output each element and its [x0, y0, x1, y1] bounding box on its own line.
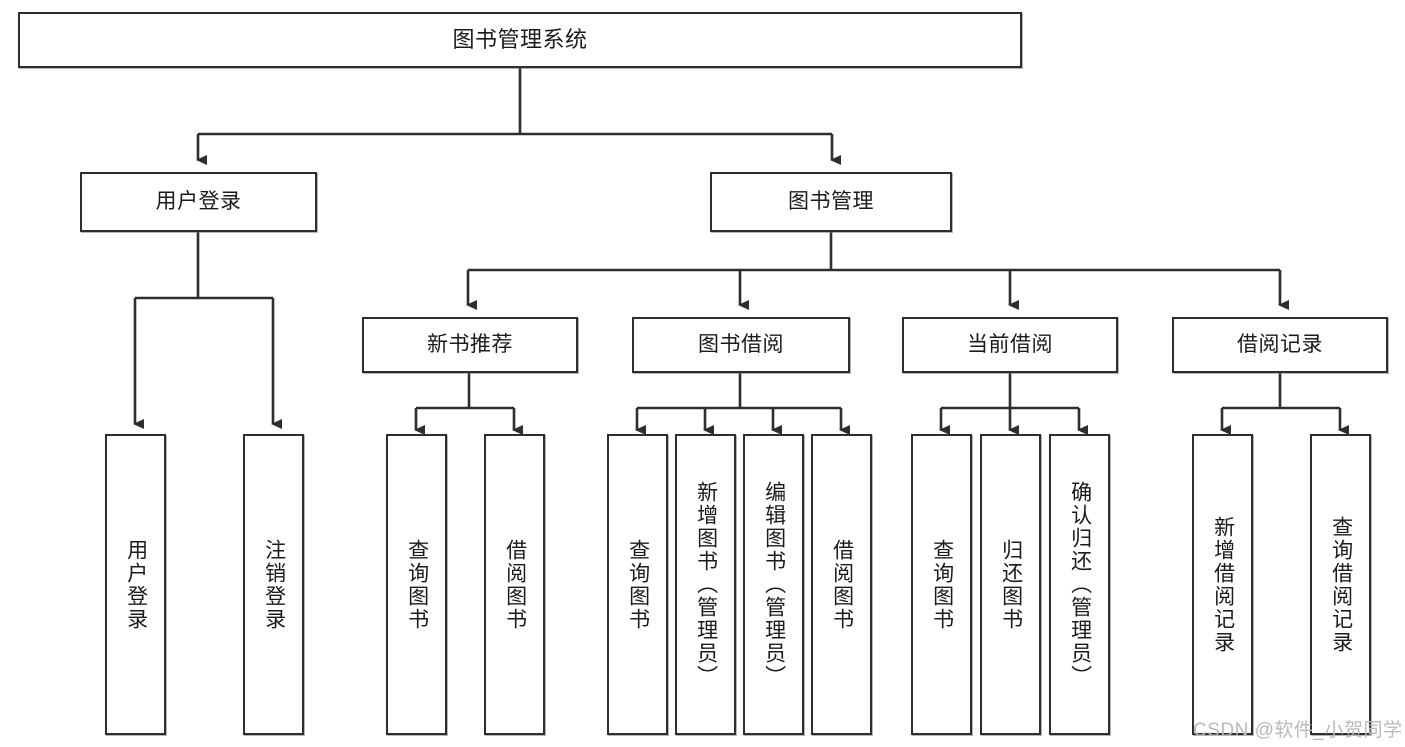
node-label: 借阅记录 — [1237, 333, 1323, 357]
node-book-borrow[interactable]: 图书借阅 — [632, 317, 850, 373]
node-label: 新书推荐 — [427, 333, 513, 357]
node-label: 新增借阅记录 — [1211, 515, 1235, 654]
node-label: 查询借阅记录 — [1329, 515, 1353, 654]
leaf-borrow-record-add-record[interactable]: 新增借阅记录 — [1192, 434, 1253, 735]
node-label: 确认归还（管理员） — [1068, 481, 1092, 688]
node-label: 图书管理 — [788, 190, 874, 214]
leaf-current-borrow-query-book[interactable]: 查询图书 — [911, 434, 972, 735]
node-label: 图书管理系统 — [452, 26, 588, 52]
leaf-current-borrow-confirm-return-admin[interactable]: 确认归还（管理员） — [1049, 434, 1110, 735]
leaf-book-borrow-query-book[interactable]: 查询图书 — [607, 434, 668, 735]
node-root-book-management-system[interactable]: 图书管理系统 — [18, 12, 1022, 68]
leaf-book-borrow-borrow-book[interactable]: 借阅图书 — [811, 434, 872, 735]
node-label: 编辑图书（管理员） — [762, 481, 786, 688]
leaf-user-login-logout[interactable]: 注销登录 — [243, 434, 304, 735]
node-borrow-record[interactable]: 借阅记录 — [1172, 317, 1388, 373]
watermark-text: CSDN @软件_小贺同学 — [1193, 720, 1403, 741]
leaf-new-book-query-book[interactable]: 查询图书 — [386, 434, 447, 735]
leaf-book-borrow-add-book-admin[interactable]: 新增图书（管理员） — [675, 434, 736, 735]
node-new-book-recommend[interactable]: 新书推荐 — [362, 317, 578, 373]
node-label: 当前借阅 — [967, 333, 1053, 357]
leaf-new-book-borrow-book[interactable]: 借阅图书 — [484, 434, 545, 735]
leaf-user-login-login[interactable]: 用户登录 — [105, 434, 166, 735]
node-label: 归还图书 — [999, 538, 1023, 631]
leaf-current-borrow-return-book[interactable]: 归还图书 — [980, 434, 1041, 735]
node-current-borrow[interactable]: 当前借阅 — [902, 317, 1118, 373]
node-user-login[interactable]: 用户登录 — [80, 172, 317, 232]
node-label: 用户登录 — [124, 538, 148, 631]
node-label: 查询图书 — [405, 538, 429, 631]
node-label: 查询图书 — [626, 538, 650, 631]
node-label: 用户登录 — [155, 190, 242, 214]
node-label: 借阅图书 — [830, 538, 854, 631]
node-label: 借阅图书 — [503, 538, 527, 631]
node-label: 注销登录 — [262, 538, 286, 631]
leaf-borrow-record-query-record[interactable]: 查询借阅记录 — [1310, 434, 1371, 735]
node-label: 新增图书（管理员） — [694, 481, 718, 688]
leaf-book-borrow-edit-book-admin[interactable]: 编辑图书（管理员） — [743, 434, 804, 735]
node-label: 查询图书 — [930, 538, 954, 631]
node-label: 图书借阅 — [698, 333, 784, 357]
node-book-management[interactable]: 图书管理 — [710, 172, 952, 232]
